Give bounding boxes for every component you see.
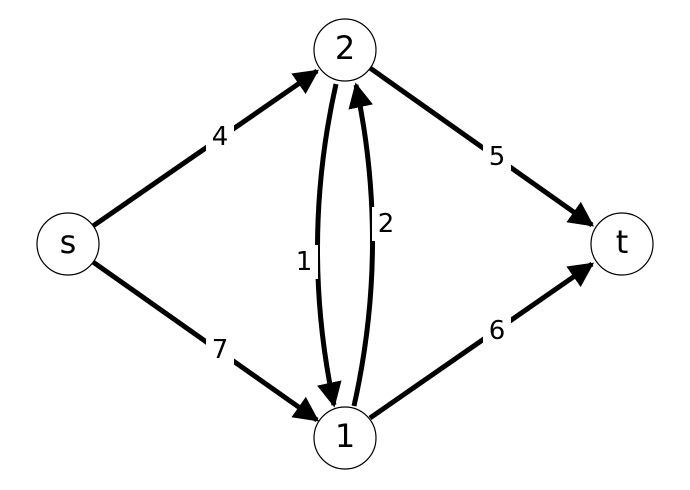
edge-weight-bg-1-t bbox=[483, 314, 511, 348]
edge-s-2: 4 bbox=[91, 68, 320, 229]
edge-line-2-1 bbox=[314, 83, 342, 408]
node-circle-t bbox=[590, 212, 654, 276]
node-circle-s bbox=[36, 212, 100, 276]
edge-line-2-t bbox=[368, 65, 595, 228]
edge-2-t: 5 bbox=[368, 65, 595, 228]
node-2: 2 bbox=[313, 18, 377, 82]
edge-weight-bg-2-t bbox=[483, 140, 511, 174]
node-circle-1 bbox=[313, 406, 377, 470]
node-t: t bbox=[590, 212, 654, 276]
edge-weight-1-2: 2 bbox=[378, 209, 395, 239]
node-label-s: s bbox=[60, 223, 77, 261]
edge-weight-bg-2-1 bbox=[290, 245, 318, 279]
edge-s-1: 7 bbox=[91, 259, 320, 423]
edge-weight-bg-1-2 bbox=[372, 207, 400, 241]
edge-2-1: 1 bbox=[290, 83, 342, 408]
edge-weight-1-t: 6 bbox=[489, 316, 506, 346]
node-label-2: 2 bbox=[335, 29, 355, 67]
edge-line-1-t bbox=[368, 261, 595, 421]
node-circle-2 bbox=[313, 18, 377, 82]
edge-1-t: 6 bbox=[368, 261, 595, 421]
edge-line-s-1 bbox=[91, 259, 320, 423]
edge-weight-bg-s-1 bbox=[206, 333, 234, 367]
edge-1-2: 2 bbox=[348, 82, 400, 407]
edge-line-1-2 bbox=[348, 82, 376, 407]
edge-line-s-2 bbox=[91, 68, 320, 229]
node-1: 1 bbox=[313, 406, 377, 470]
edge-weight-s-1: 7 bbox=[212, 335, 229, 365]
node-s: s bbox=[36, 212, 100, 276]
edge-weight-2-1: 1 bbox=[296, 247, 313, 277]
node-label-t: t bbox=[616, 223, 629, 261]
node-label-1: 1 bbox=[335, 417, 355, 455]
edge-weight-2-t: 5 bbox=[489, 142, 506, 172]
edge-weight-bg-s-2 bbox=[206, 120, 234, 154]
edge-weight-s-2: 4 bbox=[212, 122, 229, 152]
